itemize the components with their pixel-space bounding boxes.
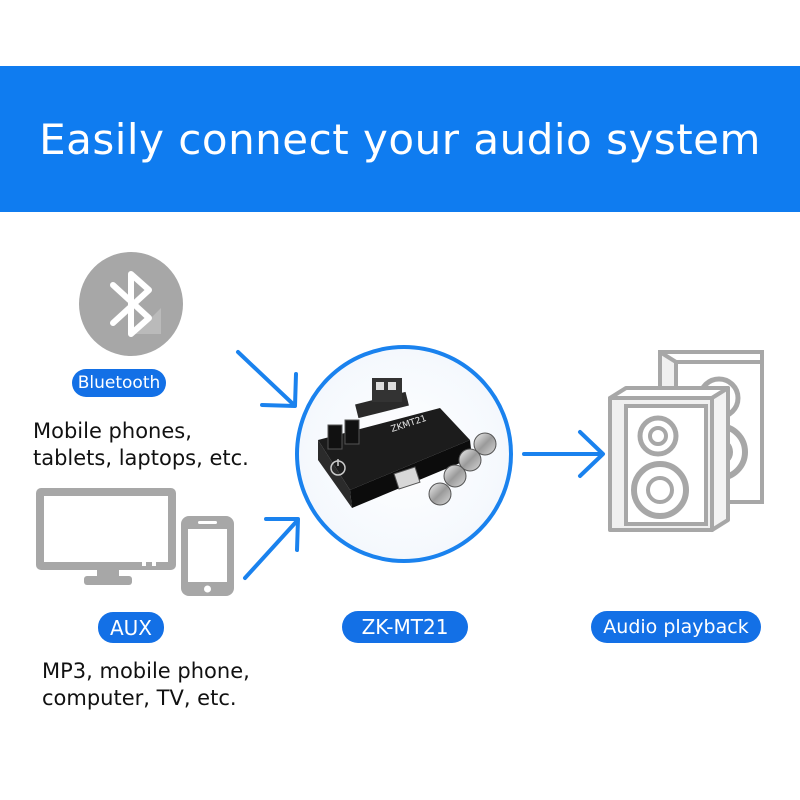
aux-caption-line-1: MP3, mobile phone, (42, 659, 250, 683)
aux-label: AUX (98, 612, 164, 643)
arrow-board-to-speaker (522, 430, 605, 478)
arrow-bluetooth-to-board (236, 350, 298, 408)
banner-title: Easily connect your audio system (39, 114, 761, 164)
speaker-icon (608, 350, 764, 532)
aux-caption-line-2: computer, TV, etc. (42, 686, 237, 710)
header-banner: Easily connect your audio system (0, 66, 800, 212)
monitor-icon (36, 488, 176, 585)
arrow-aux-to-board (243, 517, 300, 580)
bluetooth-caption-line-1: Mobile phones, (33, 419, 192, 443)
bluetooth-icon (79, 252, 183, 356)
device-label: ZK-MT21 (342, 611, 468, 643)
bluetooth-caption: Mobile phones, tablets, laptops, etc. (33, 418, 293, 472)
output-label: Audio playback (591, 611, 761, 643)
bluetooth-caption-line-2: tablets, laptops, etc. (33, 446, 249, 470)
amplifier-board-image: ZKMT21 (295, 345, 513, 563)
aux-caption: MP3, mobile phone, computer, TV, etc. (42, 658, 302, 712)
phone-icon (181, 516, 234, 596)
bluetooth-label: Bluetooth (72, 369, 166, 397)
